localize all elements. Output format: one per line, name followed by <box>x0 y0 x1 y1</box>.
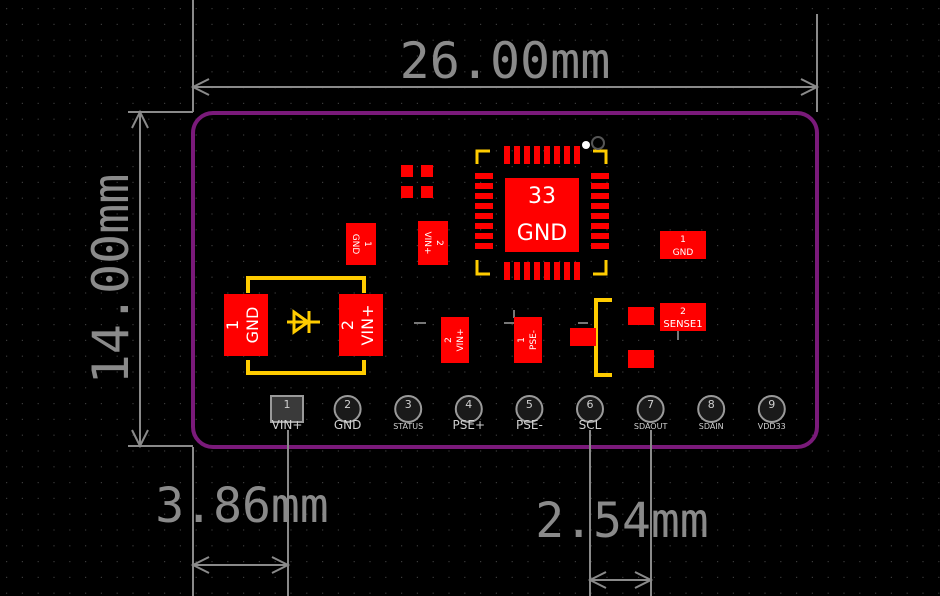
header-pin-number: 2 <box>344 398 351 411</box>
header-pin-number: 8 <box>708 398 715 411</box>
svg-text:GND: GND <box>350 234 360 255</box>
pin1-marker <box>582 141 590 149</box>
ic-exposed-pad <box>505 178 579 252</box>
svg-text:VIN+: VIN+ <box>456 328 466 351</box>
dimension-height <box>128 109 193 449</box>
header-pin-label: VDD33 <box>758 422 786 431</box>
ic-pins <box>475 146 609 280</box>
svg-text:2: 2 <box>680 307 686 317</box>
header-pin-pad <box>757 395 786 423</box>
diode-symbol-icon <box>287 309 320 335</box>
header-pin-label: SDAIN <box>699 422 724 431</box>
svg-text:2: 2 <box>434 240 444 246</box>
svg-text:GND: GND <box>243 307 262 344</box>
svg-text:1: 1 <box>517 337 527 343</box>
dimension-pin1-offset <box>190 430 291 596</box>
pad-vin-small: 2 VIN+ <box>418 221 448 265</box>
header-pin-pad <box>515 395 544 423</box>
header-pin-label: GND <box>334 418 362 432</box>
svg-text:VIN+: VIN+ <box>358 304 377 345</box>
diode-pad-1 <box>224 294 268 356</box>
header-pin-label: SCL <box>579 418 602 432</box>
dimension-width <box>190 0 820 112</box>
dimension-pin-pitch <box>587 430 654 596</box>
component-sot23 <box>570 298 654 377</box>
ic-qfn: 33 GND <box>475 136 609 280</box>
component-4pad <box>401 165 433 198</box>
header-pin-pad <box>576 395 604 423</box>
pad-gnd-right: 1 GND <box>660 231 706 259</box>
svg-text:2: 2 <box>338 320 357 330</box>
pad-pse-minus: 1 PSE- <box>504 310 542 363</box>
header-pin-number: 7 <box>647 398 654 411</box>
header-pin-pad <box>270 395 304 423</box>
pad-vin-mid: 2 VIN+ <box>414 317 469 363</box>
pad-gnd-small: 1 GND <box>346 223 376 265</box>
dimension-height-label: 14.00mm <box>82 174 140 385</box>
diode-pad-2 <box>339 294 383 356</box>
header-pin-pad <box>333 395 362 423</box>
header-pin-label: PSE+ <box>453 418 486 432</box>
dimension-pin1-offset-label: 3.86mm <box>155 478 328 534</box>
header-pin-number: 3 <box>405 398 412 411</box>
svg-text:PSE-: PSE- <box>529 330 539 350</box>
header-pin-number: 4 <box>465 398 472 411</box>
header-pin-pad <box>697 395 726 423</box>
header-pin-pad <box>454 395 483 423</box>
svg-text:SENSE1: SENSE1 <box>663 319 702 330</box>
pad-sense1: 2 SENSE1 <box>660 303 706 340</box>
svg-text:2: 2 <box>444 337 454 343</box>
dimension-width-label: 26.00mm <box>400 32 611 90</box>
header-pin-number: 6 <box>587 398 594 411</box>
via <box>591 136 605 150</box>
ic-pad-net: GND <box>517 221 567 246</box>
header-pin-number: 1 <box>284 398 291 411</box>
svg-text:GND: GND <box>673 248 694 258</box>
board-outline <box>191 111 819 449</box>
header-pin-label: VIN+ <box>272 418 303 432</box>
ic-pad-number: 33 <box>528 184 556 209</box>
dimension-pin-pitch-label: 2.54mm <box>535 493 708 549</box>
header-pin-number: 5 <box>526 398 533 411</box>
header-pin-number: 9 <box>768 398 775 411</box>
svg-text:1: 1 <box>362 241 372 247</box>
diode: 1 GND 2 VIN+ <box>223 276 383 375</box>
header-pin-label: STATUS <box>393 422 423 431</box>
header-pin-pad <box>636 395 665 423</box>
header-pin-label: PSE- <box>516 418 543 432</box>
svg-text:VIN+: VIN+ <box>422 231 432 254</box>
svg-text:1: 1 <box>223 320 242 330</box>
header-pin-label: SDAOUT <box>634 422 668 431</box>
svg-text:1: 1 <box>680 235 686 245</box>
header-pin-pad <box>394 395 423 423</box>
